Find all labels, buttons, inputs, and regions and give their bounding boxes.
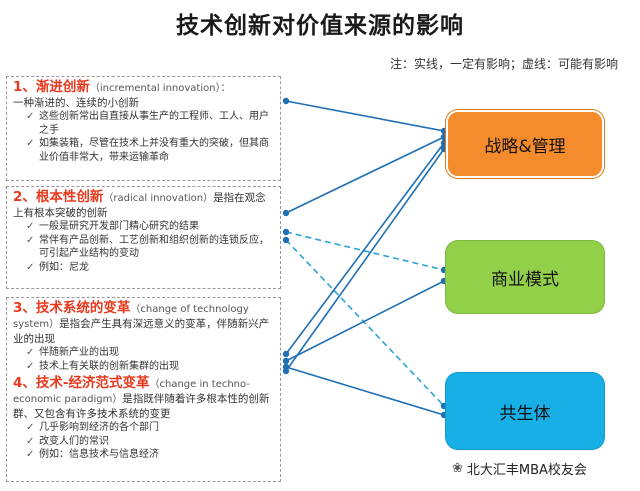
check-icon: ✓ [26,449,35,460]
check-icon: ✓ [26,360,35,372]
connector-dot [282,97,290,105]
bullet-item: ✓技术上有关联的创新集群的出现 [26,360,179,372]
page-title: 技术创新对价值来源的影响 [176,13,464,39]
connector-dashed [285,231,445,271]
connector-dot [440,127,448,135]
connector-solid [285,142,445,355]
connector-dot [440,402,448,410]
innovation-english: （change in techno-economic paradigm） [13,379,250,405]
bullet-item: ✓几乎影响到经济的各个部门 [26,422,159,433]
check-icon: ✓ [26,138,35,149]
watermark: ❀ 北大汇丰MBA校友会 [452,459,587,478]
connector-dot [282,357,290,365]
watermark-text: 北大汇丰MBA校友会 [466,463,587,478]
innovation-english: （change of technology system） [13,304,249,330]
innovation-box-1: 1、渐进创新（incremental innovation）： 一种渐进的、连续… [6,76,281,181]
bullet-item: ✓一般是研究开发部门精心研究的结果 [26,221,199,232]
connector-dot [282,236,290,244]
bullet-item: ✓例如：尼龙 [26,261,89,273]
target-symbiosis: 共生体 [446,373,604,449]
check-icon: ✓ [26,234,35,246]
connector-dot [282,209,290,217]
innovation-english: （incremental innovation）： [89,83,231,94]
bullet-item: ✓这些创新常出自直接从事生产的工程师、工人、用户之手 [26,111,269,136]
innovation-box-3: 3、技术系统的变革（change of technology system）是指… [6,297,281,482]
bullet-item: ✓如集装箱，尽管在技术上并没有重大的突破，但其商业价值非常大，带来运输革命 [26,138,269,163]
connector-solid [285,280,445,362]
connector-dot [440,145,448,153]
check-icon: ✓ [26,347,35,358]
connector-dashed [285,239,445,407]
innovation-desc: 是指在观念上有根本突破的创新 [13,192,266,219]
innovation-desc: 是指既伴随着许多根本性的创新群、又包含有许多技术系统的变更 [13,393,270,420]
target-strategy-management: 战略&管理 [446,110,604,178]
connector-solid [285,100,445,132]
connector-dot [440,266,448,274]
bullet-item: ✓例如：信息技术与信息经济 [26,449,159,460]
check-icon: ✓ [26,435,35,447]
innovation-box-2: 2、根本性创新（radical innovation）是指在观念上有根本突破的创… [6,186,281,289]
check-icon: ✓ [26,422,35,433]
connector-dot [440,277,448,285]
check-icon: ✓ [26,261,35,273]
check-icon: ✓ [26,111,35,122]
innovation-heading: 3、技术系统的变革 [13,300,131,316]
connector-dot [440,139,448,147]
bullet-item: ✓改变人们的常识 [26,435,109,447]
innovation-desc: 是指会产生具有深远意义的变革，伴随新兴产业的出现 [13,318,270,345]
target-business-model: 商业模式 [446,241,604,313]
bullet-item: ✓伴随新产业的出现 [26,347,119,358]
connector-dot [282,228,290,236]
connector-dot [440,133,448,141]
wechat-icon: ❀ [452,461,463,476]
connector-solid [285,148,445,372]
connector-dot [282,367,290,375]
check-icon: ✓ [26,221,35,232]
innovation-english: （radical innovation） [103,193,214,204]
legend-note: 注：实线，一定有影响；虚线：可能有影响 [389,57,618,71]
connector-solid [285,366,445,416]
innovation-heading: 4、技术-经济范式变革 [13,375,150,391]
innovation-heading: 2、根本性创新 [13,189,104,205]
innovation-heading: 1、渐进创新 [13,79,90,95]
connector-solid [285,136,445,214]
connector-dot [282,350,290,358]
connector-dot [440,411,448,419]
bullet-item: ✓常伴有产品创新、工艺创新和组织创新的连锁反应，可引起产业结构的变动 [26,234,269,260]
innovation-desc: 一种渐进的、连续的小创新 [13,97,139,109]
